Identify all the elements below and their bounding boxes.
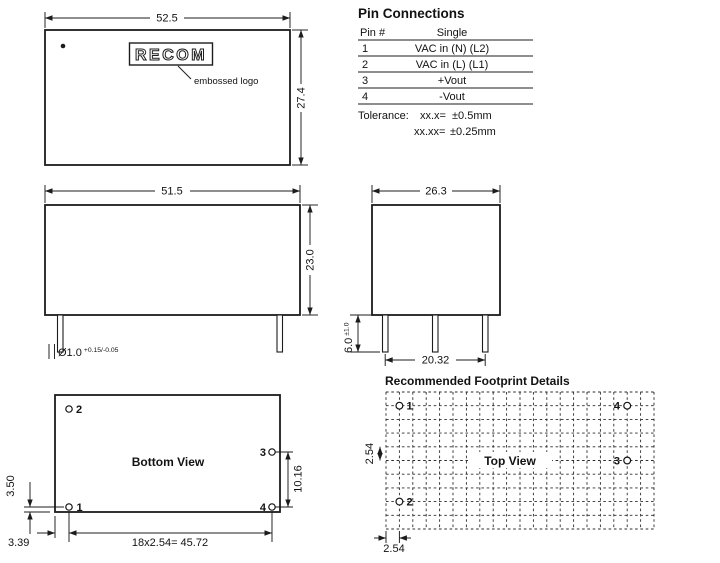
pin-connections-table: Pin Connections Pin # Single 1 VAC in (N…	[358, 6, 533, 138]
side-view: 51.5 23.0 Ø1.0+0.15/-0.05	[44, 185, 318, 359]
front-view-width-dimension: 26.3	[371, 185, 501, 203]
footprint-pin-2: 2	[395, 497, 413, 509]
tolerance-2-key: xx.xx=	[414, 126, 445, 138]
pad-icon	[395, 497, 404, 506]
embossed-logo-callout: embossed logo	[177, 65, 258, 87]
pin-connections-title: Pin Connections	[358, 6, 465, 21]
tolerance-1-key: xx.x=	[420, 110, 446, 122]
side-view-width-label: 51.5	[161, 186, 182, 198]
pin-length-dimension: 6.0±1.0	[343, 314, 380, 353]
pad-icon	[623, 456, 632, 465]
pad-icon	[623, 401, 632, 410]
top-view-height-dimension: 27.4	[292, 29, 308, 166]
module-pin	[56, 314, 64, 353]
table-row: 1 VAC in (N) (L2)	[362, 43, 489, 55]
tolerance-1-value: ±0.5mm	[452, 110, 492, 122]
pin-length-label: 6.0±1.0	[343, 322, 355, 353]
grid-h-label: 2.54	[383, 543, 404, 555]
front-view: 26.3 6.0±1.0 20.32	[343, 185, 501, 367]
footprint-details: Recommended Footprint Details Top View 1…	[364, 374, 655, 555]
grid-vertical-dimension: 2.54	[364, 443, 383, 464]
logo-text: RECOM	[135, 47, 207, 64]
pin-column-header: Pin #	[360, 27, 386, 39]
grid-v-label: 2.54	[364, 443, 376, 464]
module-body-front	[371, 204, 501, 316]
row-gap-label: 10.16	[293, 465, 305, 493]
pin-function: +Vout	[438, 75, 466, 87]
pin-spacing-dimension: 20.32	[384, 354, 486, 367]
footprint-pin-3: 3	[614, 456, 632, 468]
module-pin	[276, 314, 284, 353]
logo-border	[128, 42, 214, 66]
module-pin	[431, 314, 439, 353]
top-view: 52.5 RECOM embossed logo 27.4	[44, 12, 308, 166]
bottom-pin-4: 4	[260, 502, 293, 514]
pitch-dimension: 18x2.54= 45.72	[68, 512, 273, 549]
tolerance-note: Tolerance: xx.x= ±0.5mm xx.xx= ±0.25mm	[358, 110, 496, 138]
footprint-pin-1: 1	[395, 401, 413, 413]
pin-label: 3	[614, 456, 620, 468]
pin-hole-icon	[65, 503, 73, 511]
side-view-height-dimension: 23.0	[302, 204, 318, 316]
pin1-index-dot	[60, 43, 66, 49]
pin-function: VAC in (L) (L1)	[416, 59, 489, 71]
top-view-height-label: 27.4	[296, 87, 308, 108]
edge-bottom-dimension: 3.50	[5, 475, 64, 534]
pad-icon	[395, 401, 404, 410]
bottom-pin-2: 2	[65, 404, 82, 416]
pin-hole-icon	[65, 405, 73, 413]
pin-number: 3	[362, 75, 368, 87]
pin-number: 2	[362, 59, 368, 71]
pin-number: 1	[362, 43, 368, 55]
bottom-pin-1: 1	[65, 502, 83, 514]
table-row: 2 VAC in (L) (L1)	[362, 59, 488, 71]
recom-logo: RECOM	[128, 42, 214, 66]
footprint-title: Recommended Footprint Details	[385, 374, 570, 388]
pin-label: 2	[407, 497, 413, 509]
pin-spacing-label: 20.32	[422, 355, 450, 367]
table-row: 4 -Vout	[362, 91, 465, 103]
top-view-width-dimension: 52.5	[44, 12, 291, 28]
embossed-logo-label: embossed logo	[194, 76, 258, 87]
pin-label: 4	[614, 401, 621, 413]
edge-left-label: 3.39	[8, 537, 29, 549]
pin-label: 1	[407, 401, 413, 413]
pin-hole-icon	[268, 503, 276, 511]
bottom-pin-3: 3	[260, 447, 293, 459]
single-column-header: Single	[437, 27, 468, 39]
pin-label: 2	[76, 404, 82, 416]
footprint-pin-4: 4	[614, 401, 632, 413]
module-pin	[381, 314, 389, 353]
side-view-height-label: 23.0	[305, 249, 317, 270]
pin-label: 3	[260, 447, 266, 459]
pin-diameter-label: Ø1.0+0.15/-0.05	[58, 347, 119, 359]
module-body-bottom	[54, 394, 281, 513]
grid-horizontal-dimension: 2.54	[374, 531, 411, 555]
bottom-view: Bottom View 2 1 3 4 10.16 3.50	[5, 394, 305, 549]
pin-label: 4	[260, 502, 267, 514]
pin-number: 4	[362, 91, 368, 103]
module-body-side	[44, 204, 301, 316]
top-view-width-label: 52.5	[156, 13, 177, 25]
pin-diameter-dimension: Ø1.0+0.15/-0.05	[48, 344, 119, 359]
tolerance-label: Tolerance:	[358, 110, 409, 122]
edge-bottom-label: 3.50	[5, 475, 17, 496]
table-rule-lines	[358, 39, 533, 105]
side-view-width-dimension: 51.5	[44, 185, 301, 203]
table-row: 3 +Vout	[362, 75, 466, 87]
module-pin	[481, 314, 489, 353]
pin-function: VAC in (N) (L2)	[415, 43, 489, 55]
label-backing	[468, 452, 552, 468]
edge-left-dimension: 3.39	[8, 516, 56, 549]
pin-hole-icon	[268, 448, 276, 456]
pitch-label: 18x2.54= 45.72	[132, 537, 208, 549]
tolerance-2-value: ±0.25mm	[450, 126, 496, 138]
pin-function: -Vout	[439, 91, 465, 103]
pin-label: 1	[77, 502, 83, 514]
front-view-width-label: 26.3	[425, 186, 446, 198]
footprint-view-label: Top View	[484, 454, 536, 468]
bottom-view-title: Bottom View	[132, 455, 205, 469]
row-gap-dimension: 10.16	[285, 452, 305, 507]
